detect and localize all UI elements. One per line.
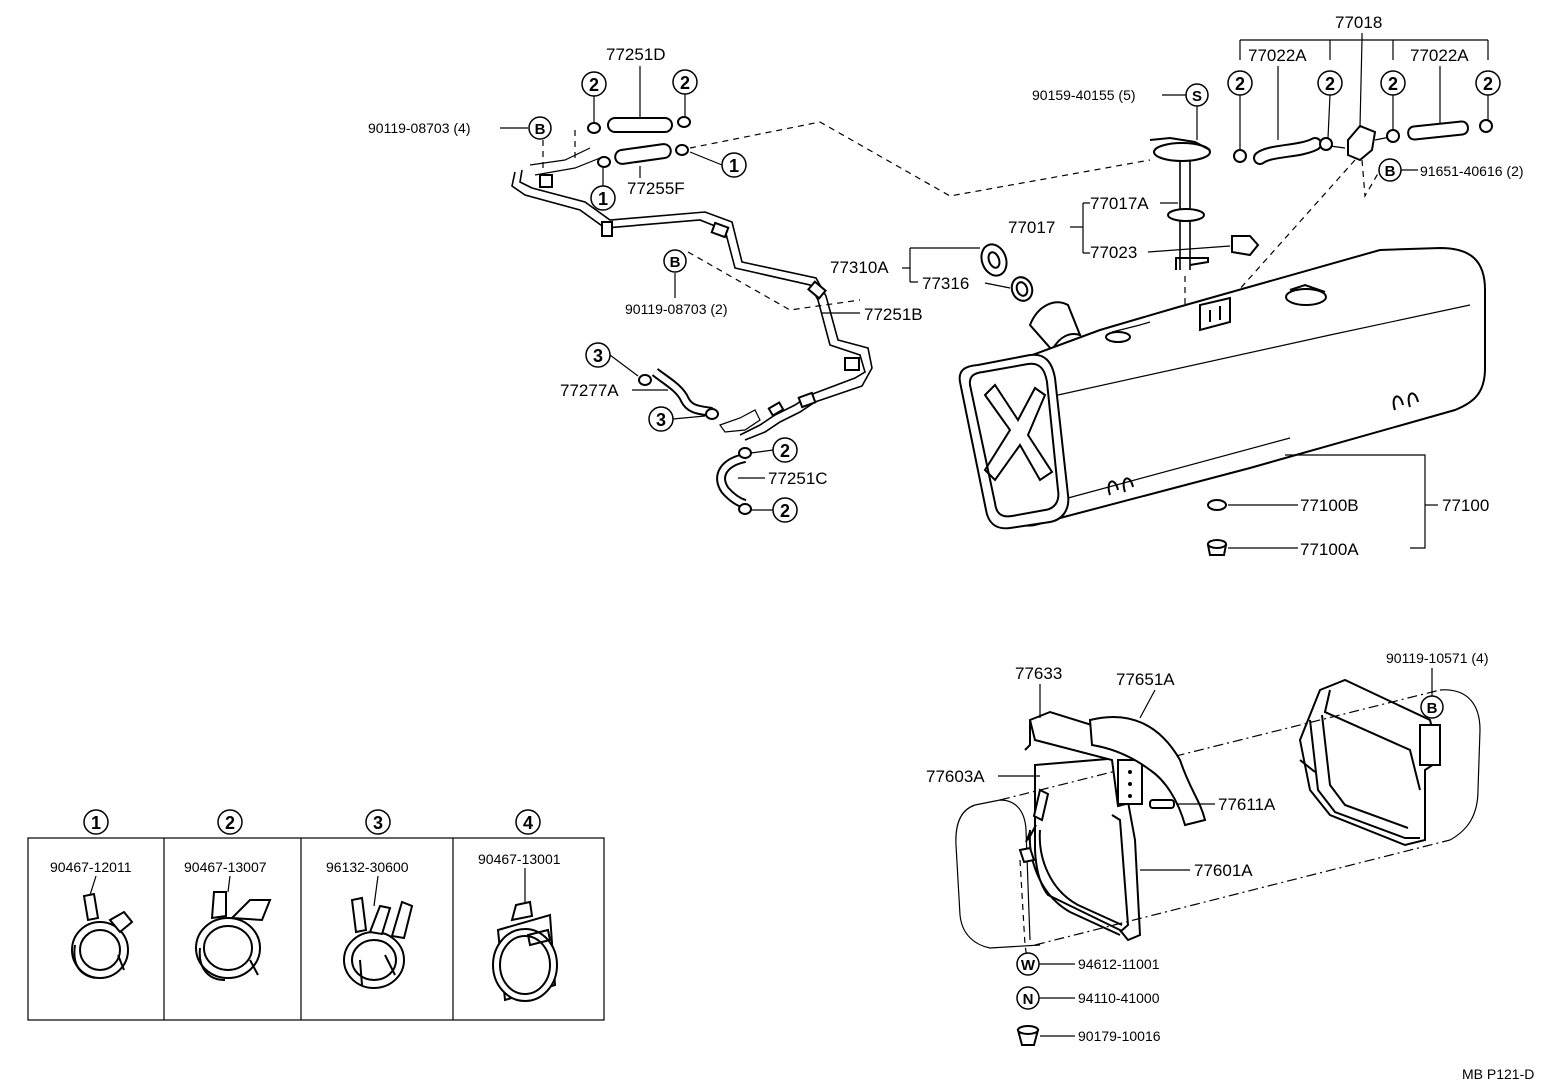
label-77023: 77023: [1090, 243, 1137, 262]
label-77017: 77017: [1008, 218, 1055, 237]
clamp-reference-table: 1 2 3 4 90467-12011 90467-13007 96132-30…: [27, 809, 605, 1021]
label-77603A: 77603A: [926, 767, 985, 786]
callout-1: 1: [729, 156, 739, 176]
vent-valve-assembly: 77018 77022A 77022A 2 2 2 2 B: [1227, 13, 1524, 301]
label-77316: 77316: [922, 274, 969, 293]
label-90119-08703-4: 90119-08703 (4): [368, 120, 470, 136]
label-90119-08703-2: 90119-08703 (2): [625, 301, 727, 317]
callout-2: 2: [780, 501, 790, 521]
clamp-3-drawing: [343, 875, 414, 989]
label-90119-10571-4: 90119-10571 (4): [1386, 650, 1488, 666]
callout-w: W: [1021, 957, 1036, 974]
clamp-table-header-2: 2: [225, 813, 235, 833]
tank-strap-assembly: 77633 77651A 90119-10571 (4) B 77603A 77…: [926, 650, 1488, 1046]
callout-2: 2: [1325, 74, 1335, 94]
callout-2: 2: [1235, 74, 1245, 94]
callout-b: B: [670, 254, 681, 271]
label-77100A: 77100A: [1300, 540, 1359, 559]
label-77018: 77018: [1335, 13, 1382, 32]
label-77255F: 77255F: [627, 179, 685, 198]
fuel-tank-77100: 77100B 77100A 77100: [958, 246, 1489, 559]
callout-2: 2: [680, 73, 690, 93]
label-77100: 77100: [1442, 496, 1489, 515]
clamp-1-drawing: [71, 875, 134, 979]
callout-2: 2: [1483, 74, 1493, 94]
hose-77255F: [614, 143, 672, 165]
label-94110-41000: 94110-41000: [1078, 990, 1160, 1006]
fuel-line-callouts: 2 2 B 1 1 B 3 3 2 2: [528, 69, 798, 523]
callout-2: 2: [1388, 74, 1398, 94]
label-77100B: 77100B: [1300, 496, 1359, 515]
hose-77251D: [607, 117, 673, 133]
label-77310A: 77310A: [830, 258, 889, 277]
callout-2: 2: [589, 75, 599, 95]
label-77022A-right: 77022A: [1410, 46, 1469, 65]
filler-neck-parts: 77310A 77316: [830, 243, 1082, 352]
fuel-line-assembly: [511, 116, 1151, 515]
label-77611A: 77611A: [1218, 795, 1276, 814]
callout-3: 3: [593, 346, 603, 366]
clamp-table-part-1: 90467-12011: [50, 859, 132, 875]
clamp-table-header-3: 3: [373, 813, 383, 833]
label-91651-40616-2: 91651-40616 (2): [1420, 163, 1524, 179]
clamp-table-header-4: 4: [523, 813, 533, 833]
label-77651A: 77651A: [1116, 670, 1175, 689]
callout-s: S: [1192, 88, 1202, 105]
label-77251D: 77251D: [606, 45, 666, 64]
label-90159-40155-5: 90159-40155 (5): [1032, 87, 1136, 103]
clamp-table-part-2: 90467-13007: [184, 859, 267, 875]
label-77251B: 77251B: [864, 305, 923, 324]
label-77251C: 77251C: [768, 469, 828, 488]
label-77277A: 77277A: [560, 381, 619, 400]
callout-n: N: [1023, 991, 1034, 1008]
callout-1: 1: [598, 189, 608, 209]
clamp-table-border: [27, 837, 605, 1021]
callout-2: 2: [780, 441, 790, 461]
label-77601A: 77601A: [1194, 861, 1253, 880]
callout-3: 3: [656, 410, 666, 430]
clamp-table-part-3: 96132-30600: [326, 859, 409, 875]
label-77022A-left: 77022A: [1248, 46, 1307, 65]
clamp-4-drawing: [492, 868, 558, 1002]
clamp-2-drawing: [195, 875, 272, 981]
clamp-table-header-1: 1: [91, 813, 101, 833]
fuel-line-labels: 77251D 90119-08703 (4) 77255F 90119-0870…: [368, 45, 923, 488]
label-77017A: 77017A: [1090, 194, 1149, 213]
callout-b: B: [1427, 700, 1438, 717]
label-90179-10016: 90179-10016: [1078, 1028, 1161, 1044]
drawing-code: MB P121-D: [1462, 1066, 1534, 1082]
callout-b: B: [1385, 163, 1396, 180]
clamp-table-part-4: 90467-13001: [478, 851, 561, 867]
label-94612-11001: 94612-11001: [1078, 956, 1160, 972]
label-77633: 77633: [1015, 664, 1062, 683]
callout-b: B: [535, 121, 546, 138]
